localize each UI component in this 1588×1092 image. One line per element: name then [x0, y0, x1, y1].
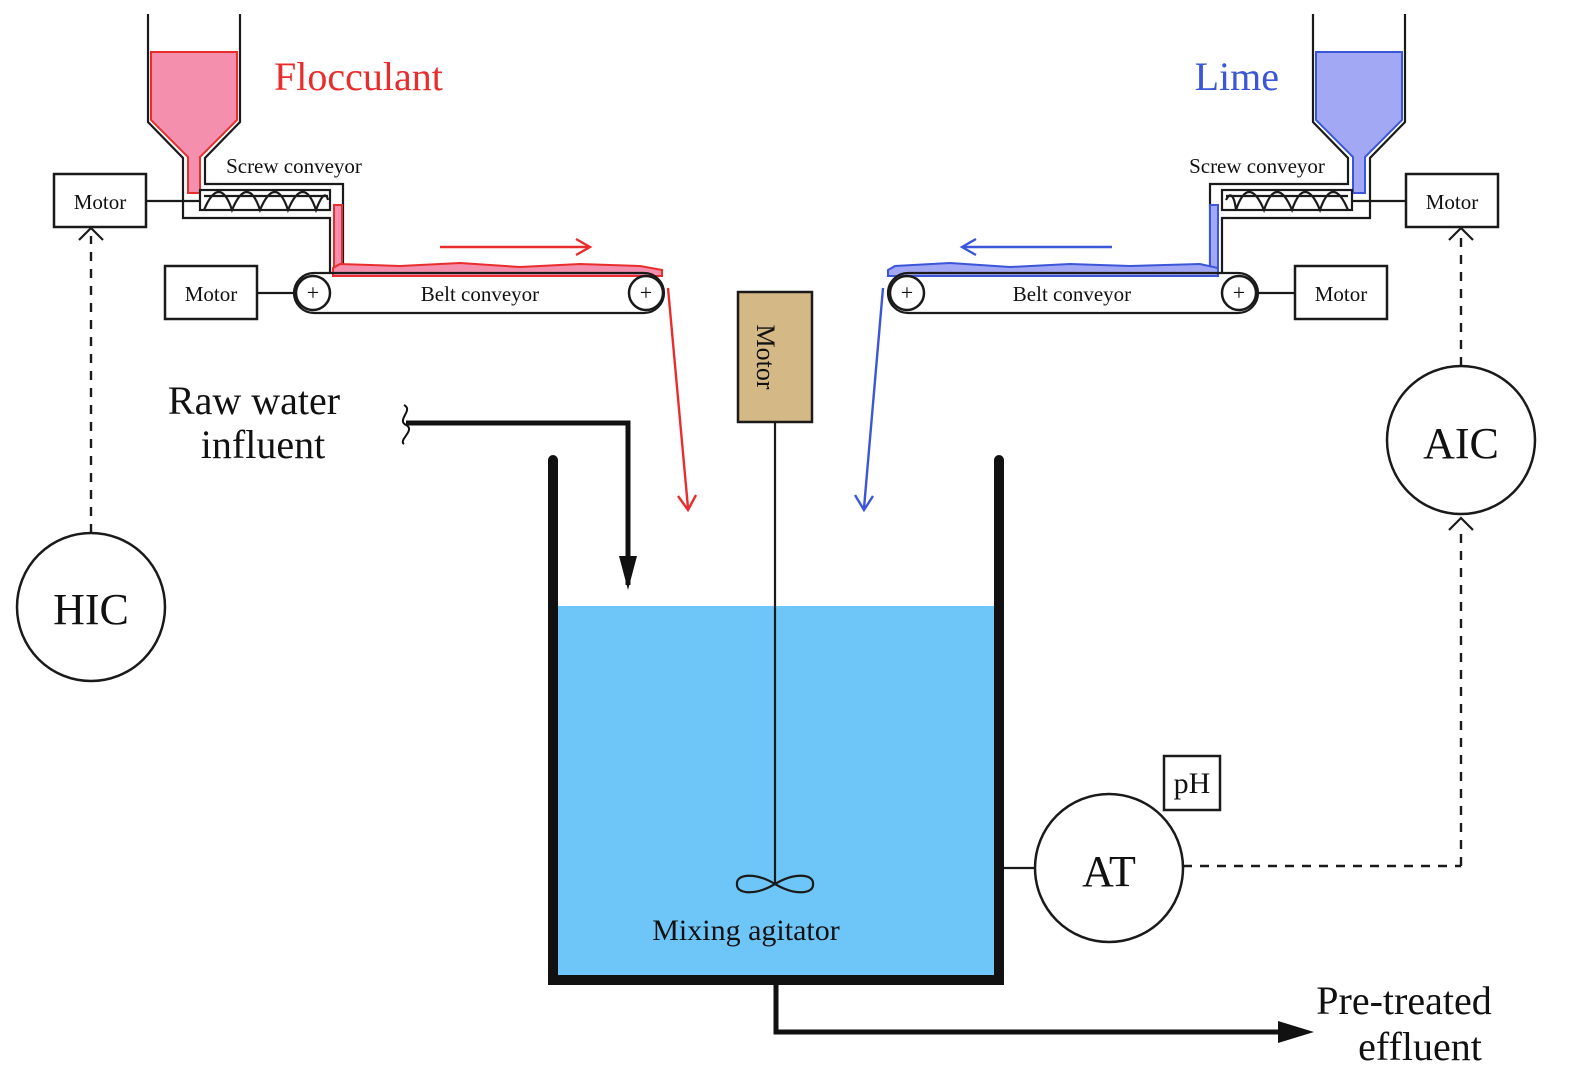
lime-screw-label: Screw conveyor — [1189, 154, 1325, 178]
effluent-label-line1: Pre-treated — [1316, 978, 1491, 1023]
flocculant-screw-motor — [52, 172, 148, 229]
effluent-pipe — [773, 983, 1314, 1043]
pulley-icon: + — [307, 280, 319, 305]
ph-label: pH — [1174, 767, 1211, 800]
influent-pipe — [401, 404, 637, 590]
lime-feeder: + + — [853, 14, 1500, 513]
flocculant-belt-motor-label: Motor — [185, 282, 238, 306]
flocculant-feeder: + + — [52, 14, 698, 513]
impeller-icon — [735, 874, 815, 894]
pulley-icon: + — [901, 280, 913, 305]
flocculant-belt-motor — [163, 264, 259, 321]
lime-screw-motor-label: Motor — [1426, 190, 1479, 214]
hic-label: HIC — [53, 585, 129, 634]
flocculant-label: Flocculant — [274, 54, 443, 99]
flocculant-screw-motor-label: Motor — [74, 190, 127, 214]
lime-chute-fill — [1209, 204, 1219, 270]
agitator-label: Mixing agitator — [652, 914, 839, 947]
agitator-motor — [736, 290, 814, 424]
mixing-agitator — [735, 290, 815, 894]
flocculant-belt-label: Belt conveyor — [421, 282, 539, 306]
lime-label: Lime — [1195, 54, 1279, 99]
lime-screw-conveyor — [1220, 188, 1354, 214]
flocculant-screw-conveyor — [198, 188, 332, 214]
influent-label-line2: influent — [201, 422, 325, 467]
lime-hopper-fill — [1315, 51, 1403, 194]
lime-belt-motor — [1293, 264, 1389, 321]
aic-label: AIC — [1423, 419, 1499, 468]
lime-belt-motor-label: Motor — [1315, 282, 1368, 306]
pulley-icon: + — [1233, 280, 1245, 305]
lime-screw-motor — [1404, 172, 1500, 229]
flocculant-screw-label: Screw conveyor — [226, 154, 362, 178]
flocculant-hopper-fill — [150, 51, 238, 194]
flocculant-belt-conveyor: + + — [292, 271, 666, 315]
effluent-label-line2: effluent — [1358, 1024, 1482, 1069]
ph-tag — [1162, 754, 1222, 812]
lime-belt-label: Belt conveyor — [1013, 282, 1131, 306]
influent-label-line1: Raw water — [168, 378, 340, 423]
at-label: AT — [1082, 847, 1136, 896]
pulley-icon: + — [640, 280, 652, 305]
flocculant-chute-fill — [333, 204, 343, 270]
agitator-motor-label: Motor — [751, 325, 780, 390]
